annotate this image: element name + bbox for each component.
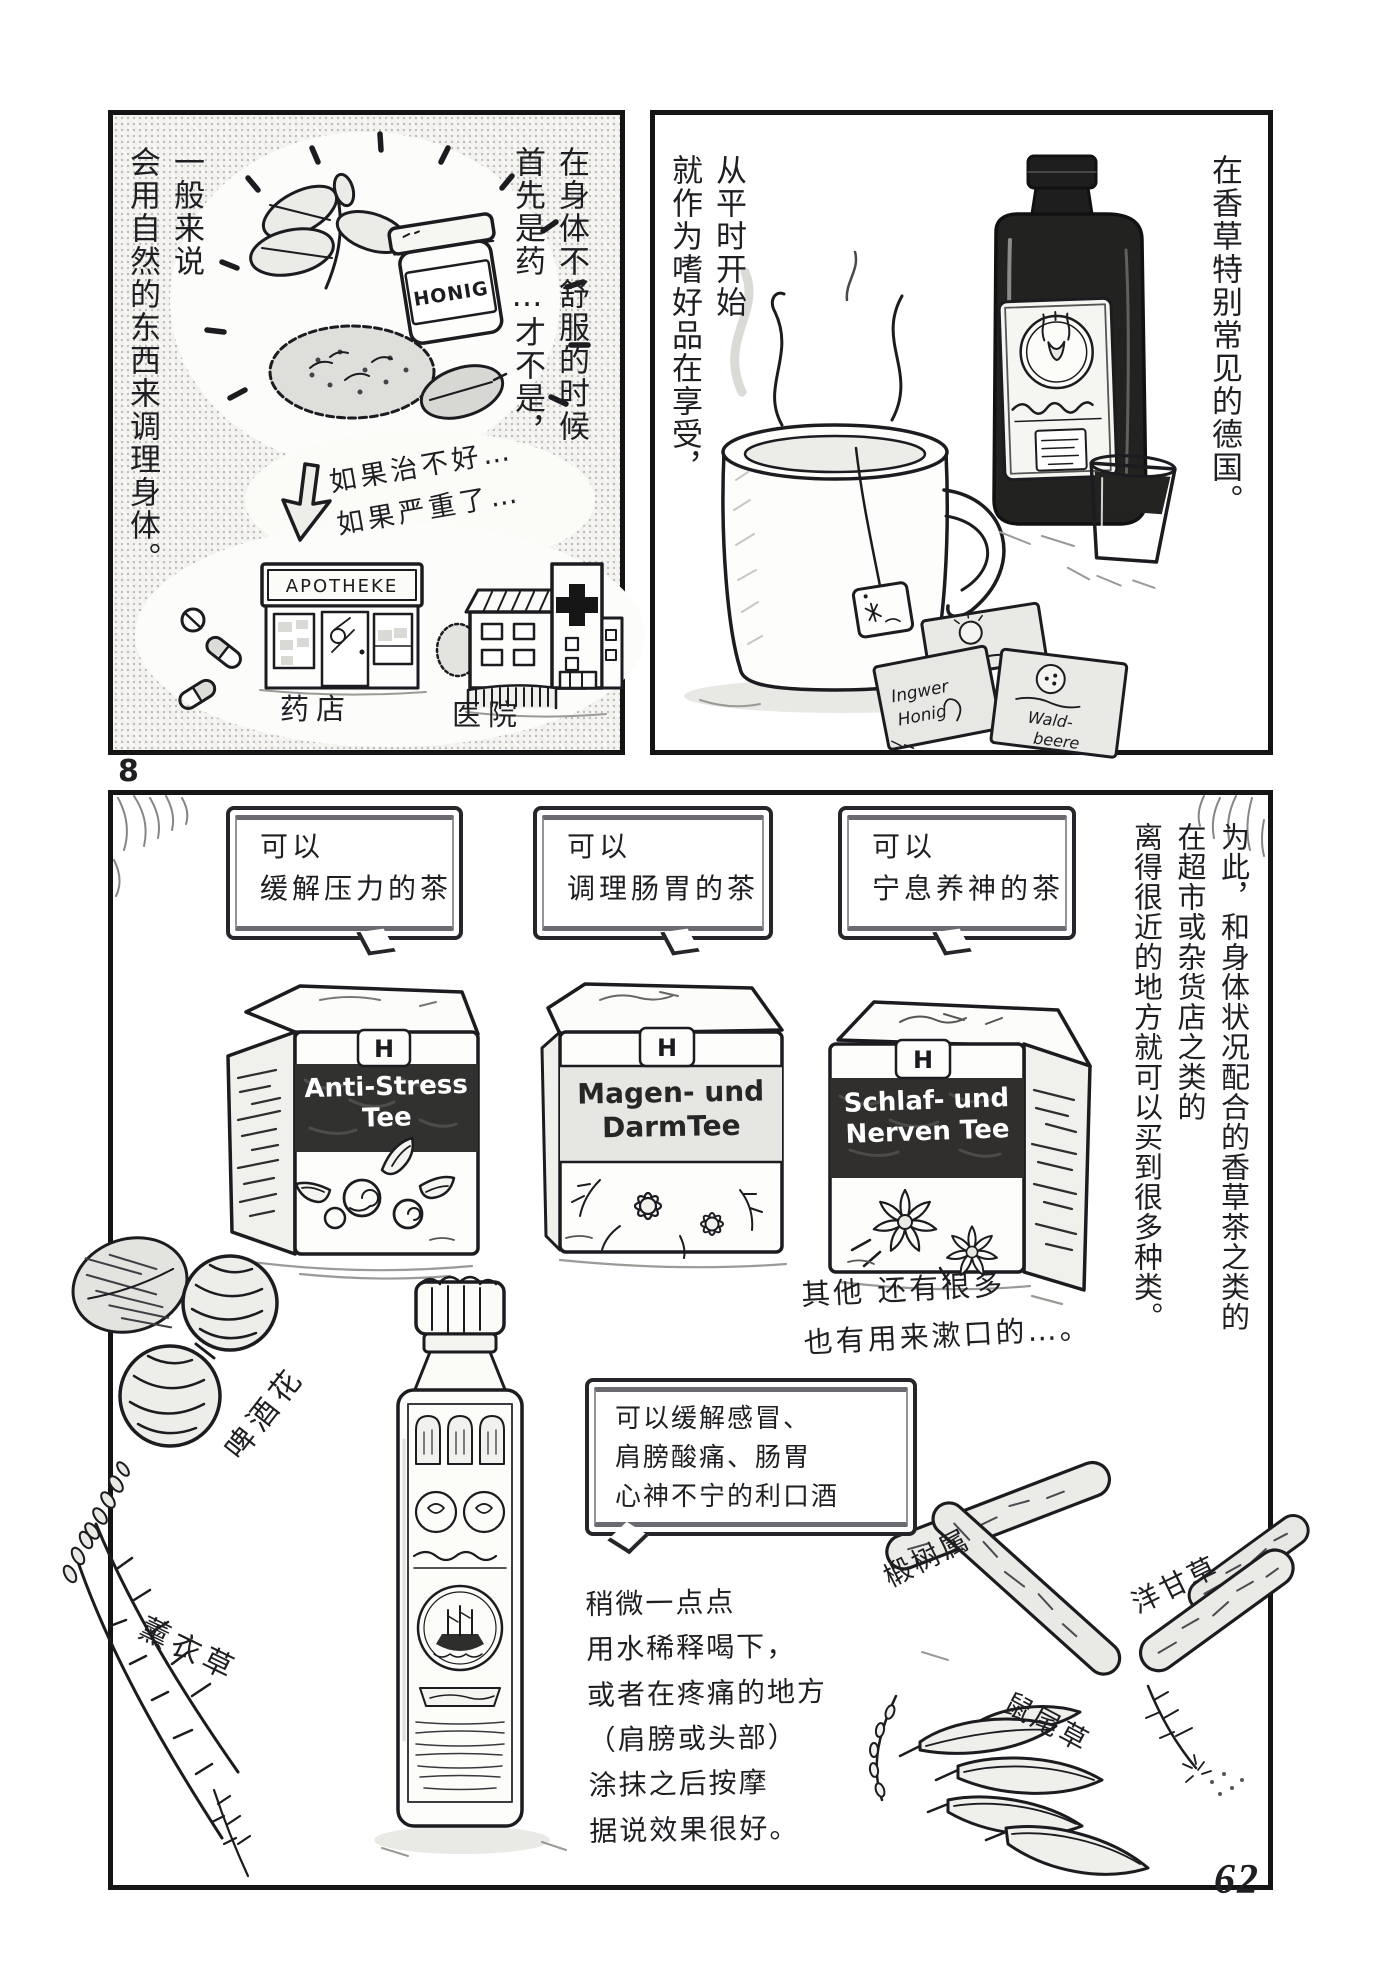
bubble-calm-tea: 可以 宁息养神的茶: [838, 806, 1076, 940]
tea-box-calm-label: Schlaf- und Nerven Tee: [843, 1083, 1010, 1151]
bubble-frame: [542, 815, 764, 931]
page-number: 62: [1214, 1857, 1260, 1903]
tea-box-stomach-label: Magen- und DarmTee: [576, 1074, 765, 1144]
pharmacy-caption: 药店: [280, 692, 353, 726]
narration-intro-left: 一般来说 会用自然的东西来调理身体。: [124, 146, 205, 575]
bubble-frame: [235, 815, 454, 931]
bubble-liqueur-text: 可以缓解感冒、 肩膀酸痛、肠胃 心神不宁的利口酒: [615, 1404, 840, 1512]
bubble-stomach-tea: 可以 调理肠胃的茶: [533, 806, 773, 940]
narration-daily-right: 在香草特别常见的德国。: [1206, 154, 1243, 517]
note-usage: 稍微一点点 用水稀释喝下， 或者在疼痛的地方 （肩膀或头部） 涂抹之后按摩 据说…: [585, 1585, 828, 1848]
bubble-calm-text: 可以 宁息养神的茶: [872, 830, 1065, 905]
narration-intro-right: 在身体不舒服的时候 首先是药…才不是，: [509, 146, 590, 448]
bubble-stress-tea: 可以 缓解压力的茶: [226, 806, 463, 940]
bubble-stress-text: 可以 缓解压力的茶: [260, 830, 453, 905]
hospital-caption: 医院: [452, 698, 525, 732]
panel-number: 8: [118, 754, 139, 789]
tea-box-stress-label: Anti-Stress Tee: [304, 1069, 469, 1134]
narration-teas-right: 为此，和身体状况配合的香草茶之类的 在超市或杂货店之类的 离得很近的地方就可以买…: [1129, 822, 1251, 1332]
bubble-liqueur: 可以缓解感冒、 肩膀酸痛、肠胃 心神不宁的利口酒: [585, 1378, 917, 1536]
bubble-stomach-text: 可以 调理肠胃的茶: [567, 830, 760, 905]
narration-daily-left: 从平时开始 就作为嗜好品在享受，: [666, 154, 747, 484]
note-others: 其他 还有很多 也有用来漱口的…。: [800, 1267, 1093, 1360]
bubble-frame: [594, 1387, 908, 1527]
